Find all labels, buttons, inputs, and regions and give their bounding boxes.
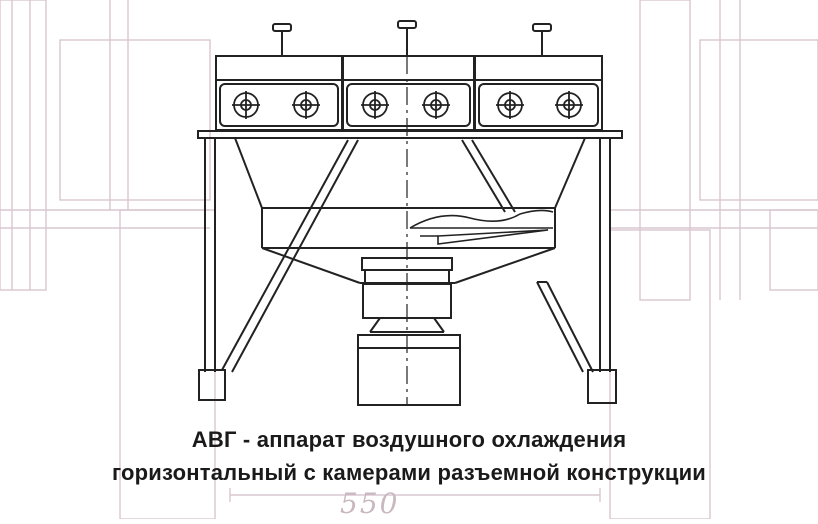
top-knob-left (272, 23, 292, 56)
legs (198, 138, 617, 404)
chamber-right (474, 55, 603, 131)
motor (357, 334, 461, 406)
fan-blade-cutaway (409, 209, 554, 245)
chamber-left (215, 55, 343, 131)
chamber-center (342, 55, 475, 131)
nozzle-icons (232, 91, 583, 119)
frame-beam (197, 130, 623, 139)
braces (221, 139, 594, 373)
fan-drive (357, 257, 461, 406)
background-dimension-label: 550 (340, 487, 400, 520)
top-knob-right (532, 23, 552, 56)
caption-line-1: АВГ - аппарат воздушного охлаждения (191, 427, 627, 452)
cooler-drawing (197, 20, 623, 406)
caption-line-2: горизонтальный с камерами разъемной конс… (111, 460, 707, 485)
top-knob-center (397, 20, 417, 56)
